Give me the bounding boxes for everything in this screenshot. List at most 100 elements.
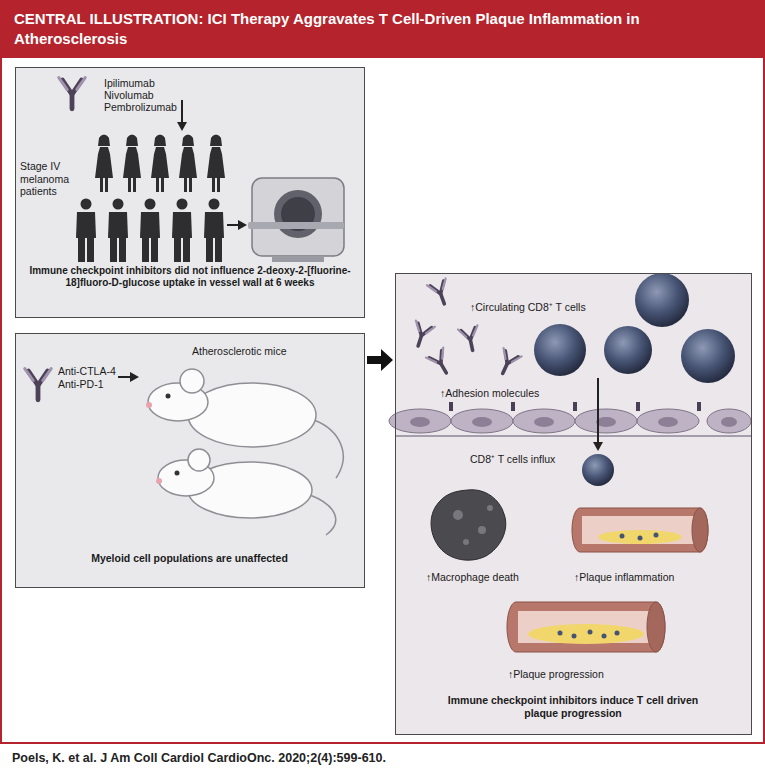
pet-scanner	[274, 190, 322, 238]
patient-silhouettes	[140, 199, 160, 263]
mouse-figure	[166, 394, 171, 399]
vessel-progression	[528, 624, 644, 644]
endothelium	[451, 409, 513, 433]
mouse-figure	[156, 478, 162, 484]
panel-label: Myeloid cell populations are unaffected	[16, 552, 363, 565]
endothelium	[637, 409, 699, 433]
t-cells	[604, 326, 652, 374]
endothelium	[389, 409, 451, 433]
endothelium	[636, 402, 640, 411]
antibody-icon	[59, 78, 85, 109]
panel-box: Atherosclerotic miceAnti-CTLA-4Anti-PD-1…	[15, 333, 365, 588]
antibody-icons	[494, 348, 522, 378]
mouse-figure	[175, 471, 180, 476]
endothelium	[707, 409, 751, 433]
right-arrow	[238, 220, 247, 230]
panel-label: ↑Adhesion molecules	[440, 387, 539, 400]
mouse-figure	[188, 383, 316, 447]
down-arrow	[177, 100, 187, 131]
antibody-icons	[458, 325, 482, 352]
endothelium	[410, 417, 430, 427]
vessel-inflamed	[598, 530, 682, 544]
panel-label: ↑Plaque inflammation	[574, 571, 674, 584]
panel-label: ↑Macrophage death	[426, 571, 519, 584]
t-cells	[681, 329, 735, 383]
frame	[1, 1, 764, 743]
pet-scanner	[248, 178, 344, 262]
influx-arrow	[582, 454, 614, 486]
t-cells	[534, 324, 586, 376]
influx-arrow	[597, 378, 599, 444]
endothelium	[513, 409, 575, 433]
patient-silhouettes	[179, 135, 197, 193]
mouse-figure	[188, 449, 210, 471]
caption-text: Poels, K. et al. J Am Coll Cardiol Cardi…	[12, 751, 386, 765]
pet-scanner	[272, 256, 324, 262]
macrophage	[431, 490, 506, 560]
mouse-figure	[146, 402, 152, 408]
patient-silhouettes	[207, 135, 225, 193]
patient-silhouettes	[76, 135, 225, 263]
title-band	[0, 0, 765, 58]
pet-scanner	[252, 178, 344, 256]
endothelium	[449, 402, 453, 411]
vessel-inflamed	[582, 516, 698, 544]
macrophage	[453, 510, 463, 520]
right-arrow	[227, 220, 247, 230]
down-arrow	[177, 122, 187, 131]
antibody-icons	[409, 278, 522, 377]
patient-silhouettes	[151, 135, 169, 193]
panel-fill	[15, 333, 365, 588]
right-arrow	[118, 372, 139, 382]
patient-silhouettes	[95, 135, 113, 193]
panel-label: CD8⁺ T cells influx	[470, 453, 555, 466]
panel-label: Anti-PD-1	[58, 378, 104, 391]
vessel-progression	[602, 634, 607, 639]
t-cells	[534, 273, 735, 383]
t-cells	[635, 273, 689, 327]
mouse-figure	[180, 369, 204, 393]
vessel-progression	[558, 631, 563, 636]
vessel-inflamed	[638, 536, 643, 541]
patient-silhouettes	[108, 199, 128, 263]
vessel-progression	[507, 602, 665, 652]
mouse-figure	[156, 449, 336, 535]
patient-silhouettes	[76, 199, 96, 263]
vessel-progression	[572, 634, 577, 639]
vessel-progression	[588, 630, 593, 635]
antibody-icons	[426, 348, 455, 378]
panel-label: Pembrolizumab	[104, 101, 177, 114]
antibody-icons	[409, 321, 435, 349]
endothelium	[573, 402, 577, 411]
panel-box: ↑Circulating CD8⁺ T cells↑Adhesion molec…	[395, 273, 752, 735]
panel-fill	[15, 67, 365, 318]
antibody-icon	[59, 78, 85, 109]
vessel-inflamed	[572, 508, 708, 552]
panel-fill	[395, 273, 752, 735]
endothelium	[389, 402, 751, 436]
vessel-progression	[518, 611, 654, 643]
antibody-icon	[25, 369, 51, 400]
vessel-inflamed	[692, 508, 708, 552]
endothelium	[534, 417, 554, 427]
patient-silhouettes	[123, 135, 141, 193]
endothelium	[396, 435, 751, 437]
macrophage	[463, 539, 469, 545]
panel-box: IpilimumabNivolumabPembrolizumabStage IV…	[15, 67, 365, 318]
panel-label: Ipilimumab	[104, 77, 155, 90]
macrophage	[487, 505, 493, 511]
pet-scanner	[248, 222, 344, 229]
vessel-inflamed	[572, 508, 708, 552]
vessel-inflamed	[620, 534, 625, 539]
endothelium	[721, 417, 737, 427]
endothelium	[472, 417, 492, 427]
macrophage	[478, 526, 486, 534]
antibody-icons	[427, 278, 454, 307]
macrophage	[431, 490, 506, 560]
panel-label: Nivolumab	[104, 89, 154, 102]
panel-label: Atherosclerotic mice	[192, 345, 287, 358]
endothelium	[697, 402, 701, 411]
vessel-inflamed	[654, 533, 659, 538]
